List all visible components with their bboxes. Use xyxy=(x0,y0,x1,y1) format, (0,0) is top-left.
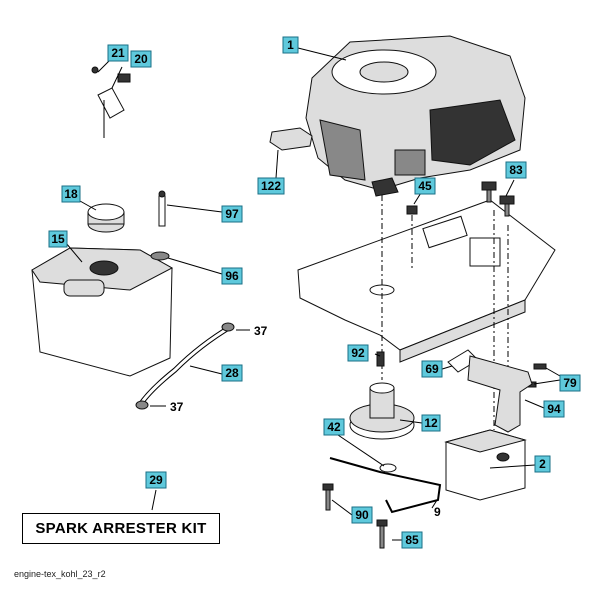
svg-text:42: 42 xyxy=(327,420,341,434)
bolt-85-illustration xyxy=(376,519,388,549)
screw-illustration xyxy=(158,190,166,227)
svg-text:2: 2 xyxy=(539,457,546,471)
callout-2[interactable]: 2 xyxy=(534,455,551,473)
svg-text:12: 12 xyxy=(424,416,438,430)
engine-illustration xyxy=(305,35,526,197)
spark-arrester-kit-label: SPARK ARRESTER KIT xyxy=(22,513,220,544)
deck-plate-illustration xyxy=(297,199,556,363)
fuel-line-illustration xyxy=(135,322,235,410)
svg-text:122: 122 xyxy=(261,179,281,193)
diagram-id-caption: engine-tex_kohl_23_r2 xyxy=(14,569,106,579)
svg-text:69: 69 xyxy=(425,362,439,376)
callout-92[interactable]: 92 xyxy=(347,344,369,362)
callout-9[interactable]: 9 xyxy=(434,505,441,519)
svg-text:20: 20 xyxy=(134,52,148,66)
callout-37-upper[interactable]: 37 xyxy=(254,324,268,338)
svg-text:90: 90 xyxy=(355,508,369,522)
callout-90[interactable]: 90 xyxy=(351,506,373,524)
svg-text:83: 83 xyxy=(509,163,523,177)
bolt-illustration xyxy=(376,351,385,367)
svg-text:97: 97 xyxy=(225,207,239,221)
svg-text:21: 21 xyxy=(111,46,125,60)
svg-text:92: 92 xyxy=(351,346,365,360)
callout-94[interactable]: 94 xyxy=(543,400,565,418)
fuel-cap-illustration xyxy=(87,203,125,233)
svg-text:15: 15 xyxy=(51,232,65,246)
callout-96[interactable]: 96 xyxy=(221,267,243,285)
throttle-control-illustration xyxy=(91,66,131,138)
callout-83[interactable]: 83 xyxy=(505,161,527,179)
washer-illustration xyxy=(150,251,170,261)
fuel-tank-illustration xyxy=(31,247,174,377)
bolt-90-illustration xyxy=(322,483,334,511)
callout-79[interactable]: 79 xyxy=(559,374,581,392)
callout-29[interactable]: 29 xyxy=(145,471,167,489)
svg-text:28: 28 xyxy=(225,366,239,380)
svg-text:85: 85 xyxy=(405,533,419,547)
callout-12[interactable]: 12 xyxy=(421,414,441,432)
knob-illustration xyxy=(481,181,515,217)
callout-122[interactable]: 122 xyxy=(257,177,285,195)
pulley-illustration xyxy=(349,382,415,440)
svg-text:18: 18 xyxy=(64,187,78,201)
rod-illustration xyxy=(329,457,442,514)
callout-45[interactable]: 45 xyxy=(414,177,436,195)
callout-69[interactable]: 69 xyxy=(421,360,443,378)
callout-15[interactable]: 15 xyxy=(48,230,68,248)
muffler-illustration xyxy=(444,429,527,501)
svg-text:1: 1 xyxy=(287,38,294,52)
svg-text:79: 79 xyxy=(563,376,577,390)
bracket-part xyxy=(269,127,313,151)
callout-1[interactable]: 1 xyxy=(282,36,299,54)
callout-28[interactable]: 28 xyxy=(221,364,243,382)
callout-85[interactable]: 85 xyxy=(401,531,423,549)
callout-97[interactable]: 97 xyxy=(221,205,243,223)
nut-illustration xyxy=(406,205,418,215)
svg-text:29: 29 xyxy=(149,473,163,487)
callout-21[interactable]: 21 xyxy=(107,44,129,62)
svg-text:96: 96 xyxy=(225,269,239,283)
svg-text:45: 45 xyxy=(418,179,432,193)
callout-20[interactable]: 20 xyxy=(130,50,152,68)
exhaust-pipe-illustration xyxy=(467,355,533,433)
svg-text:94: 94 xyxy=(547,402,561,416)
callout-42[interactable]: 42 xyxy=(323,418,345,436)
callout-18[interactable]: 18 xyxy=(61,185,81,203)
callout-37-lower[interactable]: 37 xyxy=(170,400,184,414)
